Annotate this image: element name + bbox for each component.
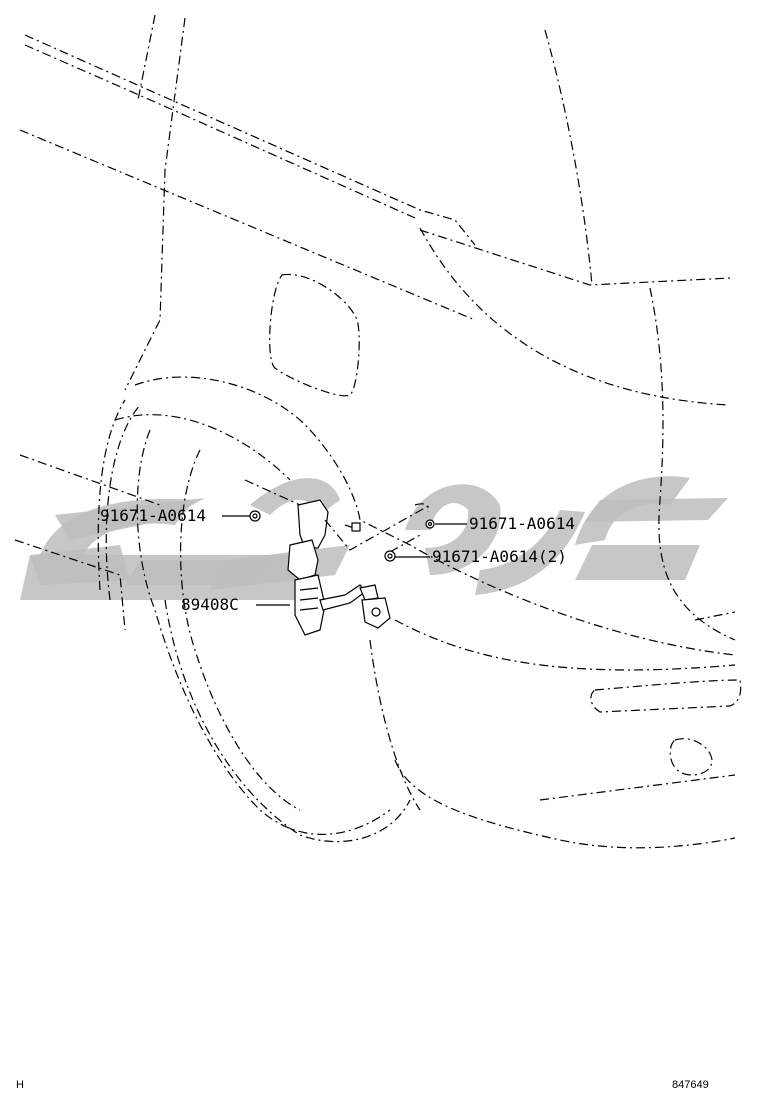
callout-clip-left: 91671-A0614 [100, 506, 206, 525]
callout-sensor: 89408C [181, 595, 239, 614]
callout-clip-right-bottom: 91671-A0614(2) [432, 547, 567, 566]
footer-left-mark: H [16, 1079, 24, 1091]
clip-fasteners [249, 510, 435, 562]
leader-lines [222, 515, 467, 606]
drawing-number: 847649 [672, 1079, 709, 1091]
headlamp-leveling-sensor [244, 479, 431, 636]
vehicle-body-outline [14, 14, 742, 849]
callout-clip-right-top: 91671-A0614 [469, 514, 575, 533]
watermark-logo [20, 476, 728, 600]
